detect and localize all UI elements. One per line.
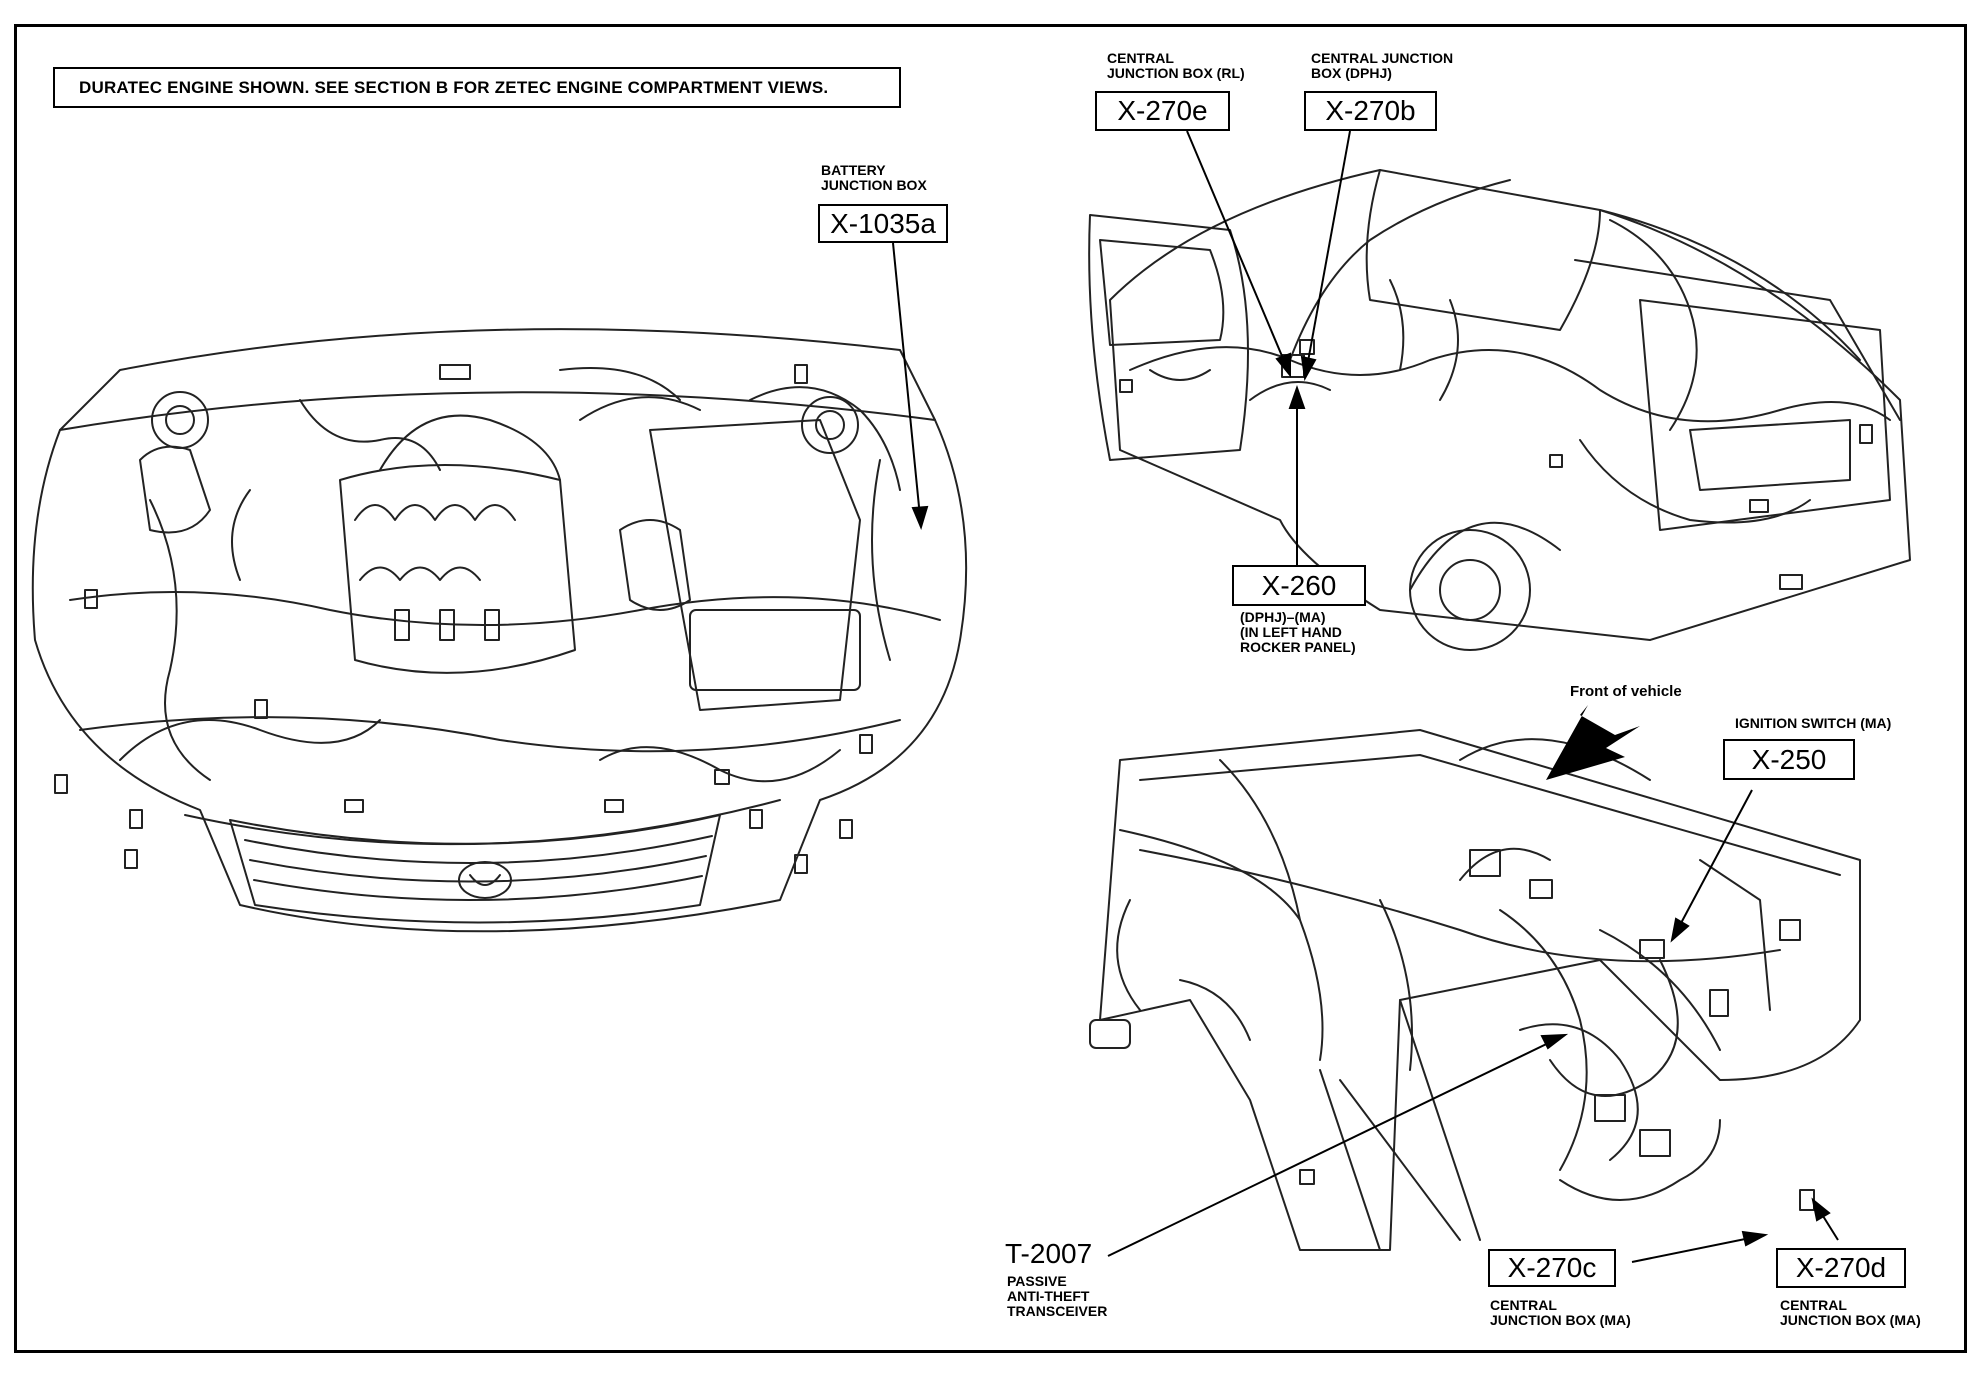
battery-junction-box-label: BATTERY JUNCTION BOX [821, 162, 927, 193]
front-of-vehicle-label: Front of vehicle [1570, 683, 1682, 700]
engine-compartment-drawing [31, 328, 968, 933]
x-270d-callout: X-270d [1776, 1248, 1906, 1288]
x-250-callout: X-250 [1723, 739, 1855, 780]
instrument-panel-drawing [1089, 729, 1861, 1251]
x-1035a-callout: X-1035a [818, 204, 948, 243]
x-270b-callout: X-270b [1304, 91, 1437, 131]
x-260-location-label: (DPHJ)–(MA) (IN LEFT HAND ROCKER PANEL) [1240, 609, 1356, 655]
central-junction-box-ma-label-c: CENTRAL JUNCTION BOX (MA) [1490, 1297, 1631, 1328]
ignition-switch-label: IGNITION SWITCH (MA) [1735, 715, 1892, 731]
passive-anti-theft-label: PASSIVE ANTI-THEFT TRANSCEIVER [1007, 1273, 1108, 1319]
x-270e-callout: X-270e [1095, 91, 1230, 131]
x-270c-callout: X-270c [1488, 1249, 1616, 1287]
central-junction-box-ma-label-d: CENTRAL JUNCTION BOX (MA) [1780, 1297, 1921, 1328]
x-260-callout: X-260 [1232, 565, 1366, 606]
front-of-vehicle-arrow-icon [1546, 705, 1640, 780]
central-junction-box-dphj-label: CENTRAL JUNCTION BOX (DPHJ) [1311, 50, 1454, 81]
engine-note: DURATEC ENGINE SHOWN. SEE SECTION B FOR … [53, 67, 901, 108]
t-2007-code: T-2007 [1005, 1238, 1093, 1269]
diagram-frame [14, 24, 1967, 1353]
central-junction-box-rl-label: CENTRAL JUNCTION BOX (RL) [1107, 50, 1245, 81]
vehicle-body-drawing [1088, 169, 1911, 651]
